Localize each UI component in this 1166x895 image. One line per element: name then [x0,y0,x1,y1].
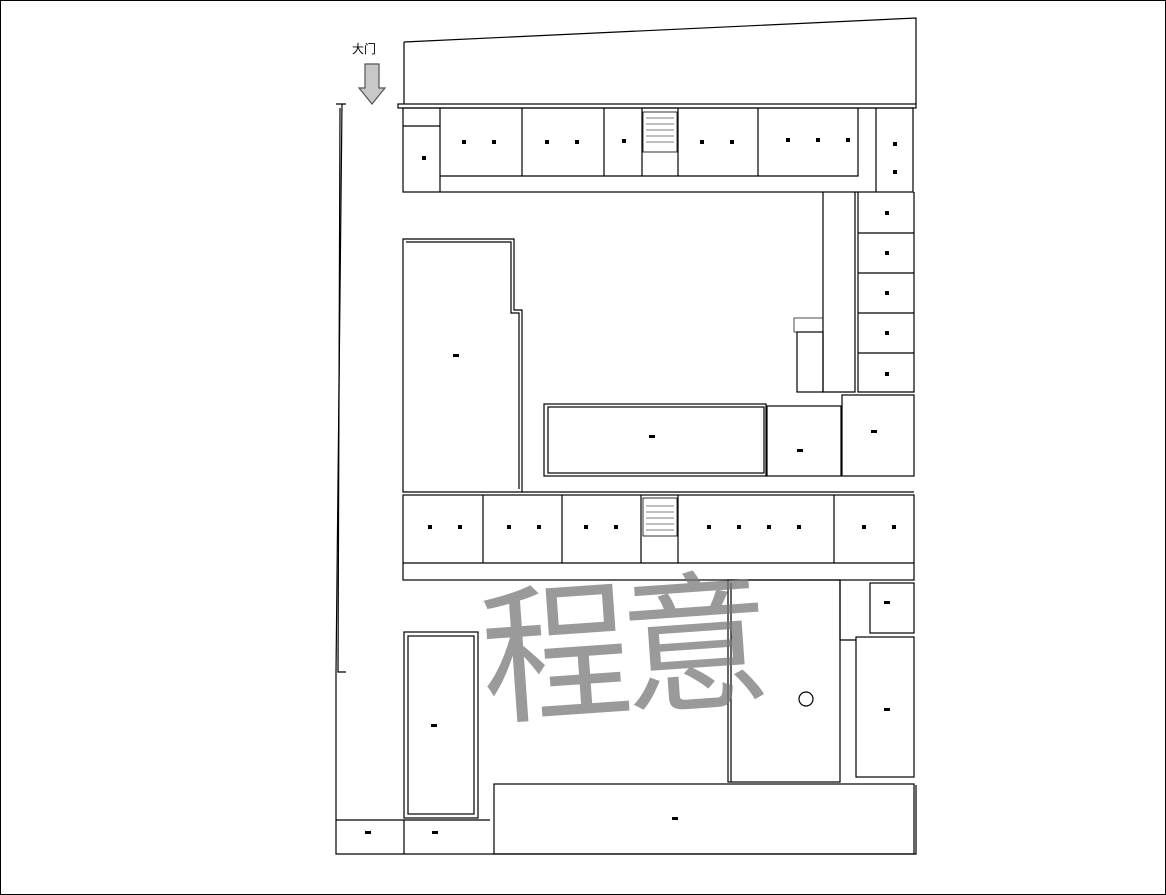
south-blocks [336,579,915,855]
middle-row [522,394,915,493]
north-wing [397,103,917,193]
west-hall [402,238,523,493]
column-markers [365,138,897,834]
main-gate-label: 大门 [352,42,377,56]
watermark: 程意 [475,555,767,749]
down-arrow-icon [357,63,387,105]
east-wing [793,192,915,393]
south-wing [402,494,915,581]
site-boundary [335,17,917,855]
